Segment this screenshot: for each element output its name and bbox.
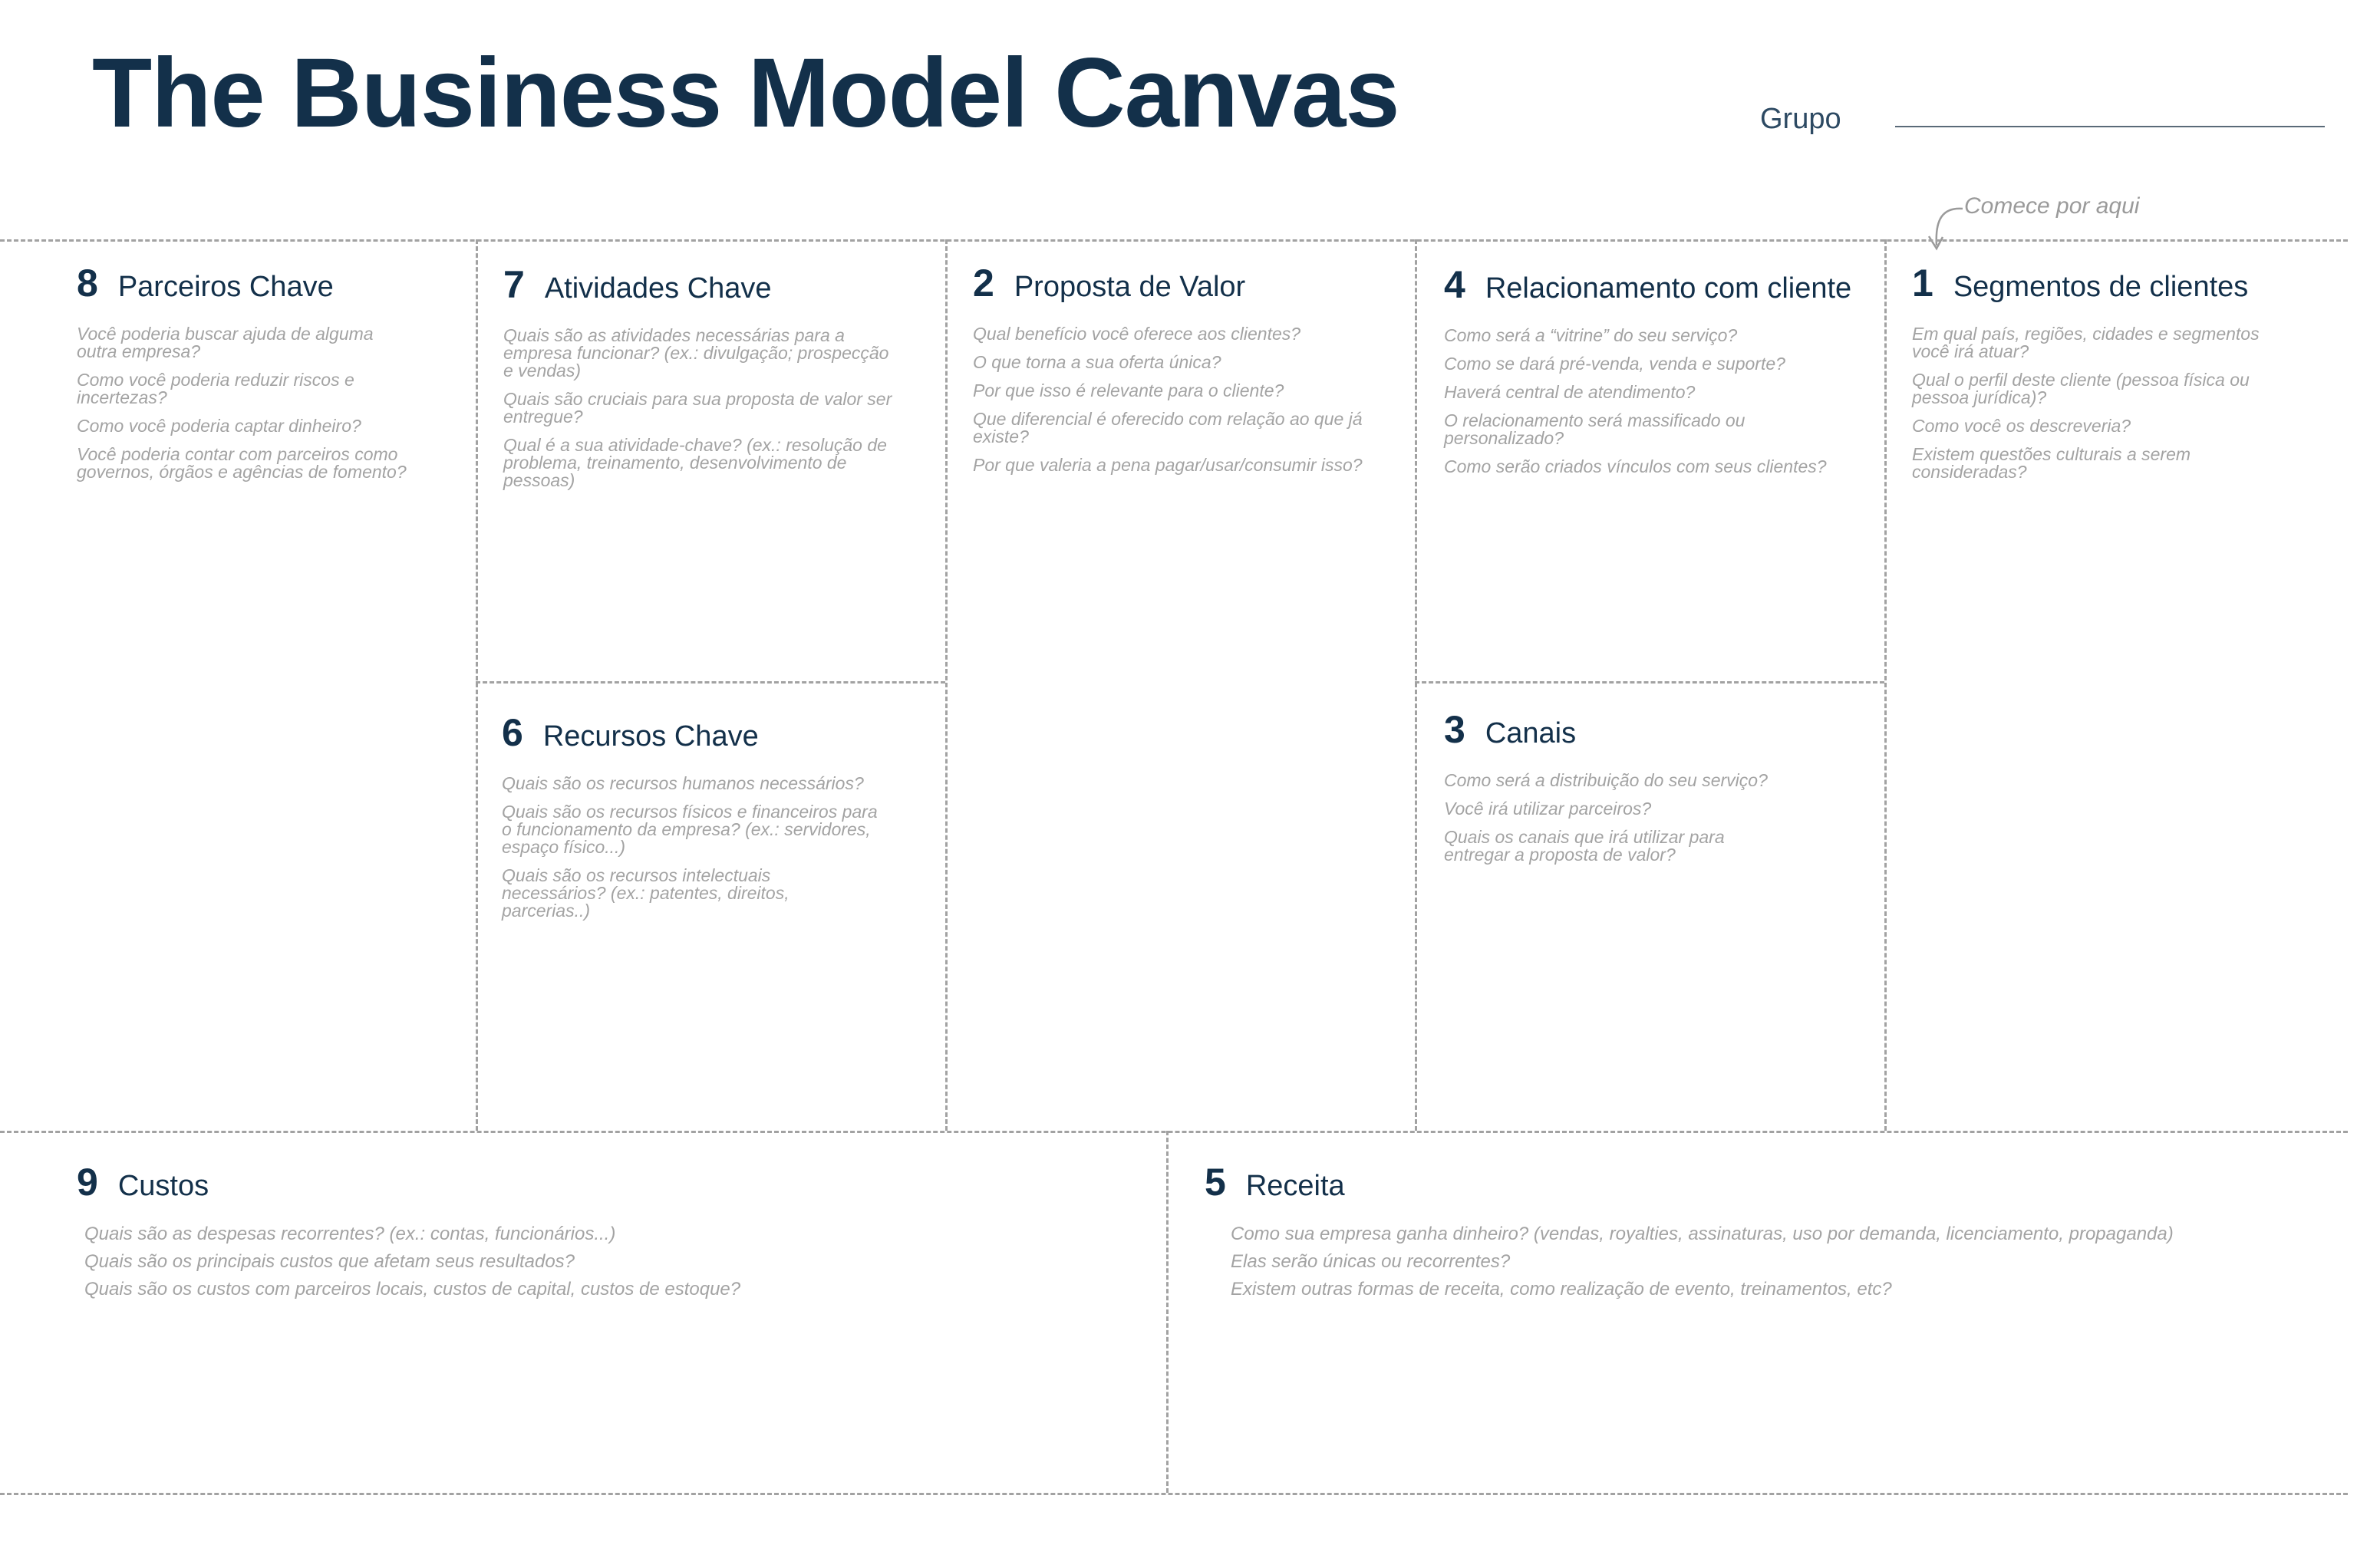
group-name-field[interactable]	[1895, 126, 2325, 127]
guiding-question: Quais são cruciais para sua proposta de …	[503, 389, 892, 427]
block-number: 4	[1444, 263, 1465, 306]
guiding-question: Que diferencial é oferecido com relação …	[973, 409, 1363, 446]
block-title: Atividades Chave	[544, 272, 772, 305]
grid-divider-2	[945, 239, 948, 1131]
guiding-question: Por que isso é relevante para o cliente?	[973, 380, 1284, 400]
guiding-question: Quais são os principais custos que afeta…	[84, 1251, 575, 1272]
guiding-question: Quais os canais que irá utilizar para en…	[1444, 827, 1725, 865]
guiding-question: Qual o perfil deste cliente (pessoa físi…	[1912, 370, 2250, 407]
block-number: 7	[503, 263, 525, 306]
block-number: 9	[77, 1161, 98, 1204]
block-number: 2	[973, 262, 994, 305]
guiding-question: Você irá utilizar parceiros?	[1444, 799, 1652, 819]
group-label: Grupo	[1760, 103, 1841, 135]
grid-line-middle	[0, 1131, 2348, 1133]
guiding-question: Existem outras formas de receita, como r…	[1231, 1279, 1892, 1300]
block-key-partners[interactable]: 8 Parceiros Chave Você poderia buscar aj…	[77, 261, 407, 492]
block-title: Parceiros Chave	[117, 271, 334, 303]
block-revenue-streams[interactable]: 5 Receita Como sua empresa ganha dinheir…	[1205, 1160, 2325, 1307]
grid-divider-3	[1415, 239, 1417, 1131]
guiding-question: Em qual país, regiões, cidades e segment…	[1912, 324, 2260, 361]
guiding-question: Qual benefício você oferece aos clientes…	[973, 324, 1301, 344]
block-number: 3	[1444, 708, 1465, 751]
start-hint: Comece por aqui	[1964, 193, 2140, 219]
guiding-question: O que torna a sua oferta única?	[973, 352, 1221, 372]
guiding-question: Elas serão únicas ou recorrentes?	[1231, 1251, 1511, 1272]
guiding-question: Quais são os recursos físicos e financei…	[502, 802, 878, 857]
guiding-question: Como será a “vitrine” do seu serviço?	[1444, 325, 1738, 345]
block-customer-segments[interactable]: 1 Segmentos de clientes Em qual país, re…	[1912, 261, 2296, 492]
guiding-question: Quais são os recursos humanos necessário…	[502, 773, 864, 793]
block-title: Custos	[117, 1170, 209, 1202]
grid-line-relationship-channels	[1415, 681, 1884, 684]
guiding-question: Como será a distribuição do seu serviço?	[1444, 770, 1768, 790]
guiding-question: Como se dará pré-venda, venda e suporte?	[1444, 354, 1785, 374]
block-customer-relationships[interactable]: 4 Relacionamento com cliente Como será a…	[1444, 262, 1858, 486]
guiding-question: O relacionamento será massificado ou per…	[1444, 410, 1745, 448]
block-number: 5	[1205, 1161, 1226, 1204]
guiding-question: Você poderia buscar ajuda de alguma outr…	[77, 324, 374, 361]
block-title: Receita	[1245, 1170, 1345, 1202]
block-number: 1	[1912, 262, 1933, 305]
guiding-question: Como você poderia reduzir riscos e incer…	[77, 370, 354, 407]
guiding-question: Existem questões culturais a serem consi…	[1912, 444, 2191, 482]
block-key-activities[interactable]: 7 Atividades Chave Quais são as atividad…	[503, 262, 895, 500]
guiding-question: Como você poderia captar dinheiro?	[77, 416, 361, 436]
curved-arrow-icon	[1927, 207, 1963, 251]
block-title: Relacionamento com cliente	[1485, 272, 1852, 305]
block-title: Proposta de Valor	[1014, 271, 1246, 303]
block-title: Segmentos de clientes	[1953, 271, 2249, 303]
block-title: Recursos Chave	[542, 720, 759, 753]
block-title: Canais	[1485, 717, 1577, 749]
block-cost-structure[interactable]: 9 Custos Quais são as despesas recorrent…	[77, 1160, 1136, 1307]
guiding-question: Quais são os recursos intelectuais neces…	[502, 865, 790, 921]
grid-line-bottom	[0, 1493, 2348, 1495]
block-key-resources[interactable]: 6 Recursos Chave Quais são os recursos h…	[502, 710, 878, 931]
grid-divider-1	[476, 239, 478, 1131]
block-number: 6	[502, 711, 523, 754]
guiding-question: Como serão criados vínculos com seus cli…	[1444, 456, 1827, 476]
grid-divider-4	[1884, 239, 1887, 1131]
guiding-question: Por que valeria a pena pagar/usar/consum…	[973, 455, 1363, 475]
block-value-proposition[interactable]: 2 Proposta de Valor Qual benefício você …	[973, 261, 1387, 485]
grid-divider-bottom	[1166, 1131, 1169, 1493]
guiding-question: Você poderia contar com parceiros como g…	[77, 444, 407, 482]
block-channels[interactable]: 3 Canais Como será a distribuição do seu…	[1444, 707, 1782, 875]
guiding-question: Quais são as atividades necessárias para…	[503, 325, 889, 380]
guiding-question: Haverá central de atendimento?	[1444, 382, 1696, 402]
guiding-question: Como sua empresa ganha dinheiro? (vendas…	[1231, 1224, 2174, 1244]
page-title: The Business Model Canvas	[92, 38, 1399, 148]
guiding-question: Como você os descreveria?	[1912, 416, 2131, 436]
guiding-question: Quais são as despesas recorrentes? (ex.:…	[84, 1224, 616, 1244]
grid-line-top	[0, 239, 2348, 242]
block-number: 8	[77, 262, 98, 305]
grid-line-activities-resources	[476, 681, 945, 684]
guiding-question: Quais são os custos com parceiros locais…	[84, 1279, 741, 1300]
guiding-question: Qual é a sua atividade-chave? (ex.: reso…	[503, 435, 887, 490]
